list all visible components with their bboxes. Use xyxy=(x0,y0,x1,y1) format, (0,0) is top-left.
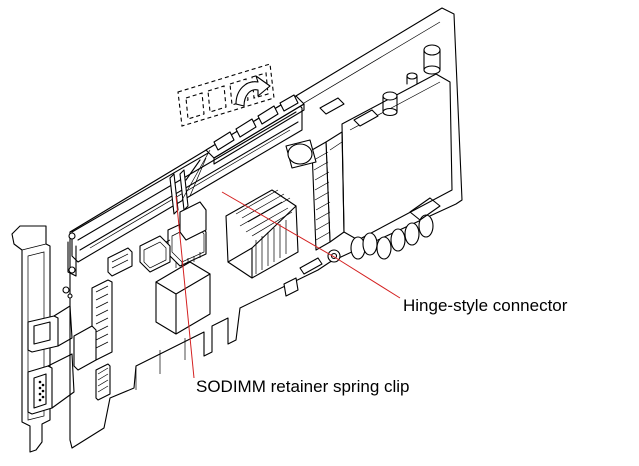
ic-chips xyxy=(107,201,211,335)
standoff-posts xyxy=(382,44,441,117)
callout-leaders xyxy=(175,191,401,379)
mounting-bracket xyxy=(11,225,51,453)
edge-connector xyxy=(135,318,229,390)
pin-header xyxy=(73,279,113,401)
sodimm-module xyxy=(181,94,305,201)
hinge-connector xyxy=(311,141,341,263)
processor-heatsink xyxy=(225,189,299,279)
small-components xyxy=(62,97,379,299)
sodimm-spring-clip xyxy=(169,159,201,215)
hinge-connector-label: Hinge-style connector xyxy=(403,296,568,315)
rotation-arrow-icon xyxy=(235,75,271,107)
sodimm-clip-label: SODIMM retainer spring clip xyxy=(196,377,410,396)
rj45-port-icon xyxy=(27,305,73,353)
sodimm-clip-leader xyxy=(175,195,195,379)
hinge-connector-leader xyxy=(221,191,401,299)
capacitor-row xyxy=(285,139,441,260)
db9-port-icon xyxy=(27,353,75,415)
